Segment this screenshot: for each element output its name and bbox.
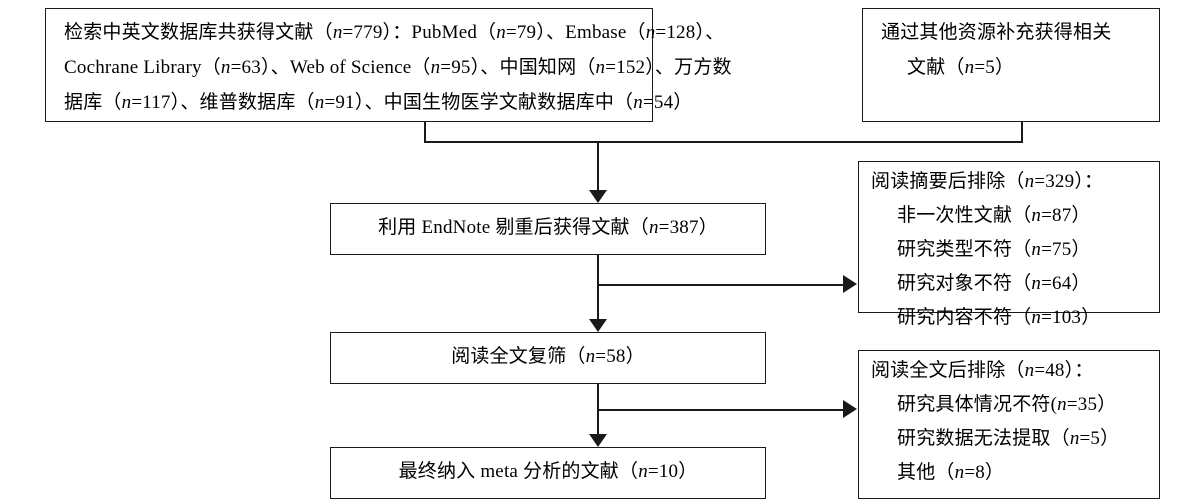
search-line-3: 据库（n=117）、维普数据库（n=91）、中国生物医学文献数据库中（n=54） (64, 92, 693, 113)
connector-branch-fulltext (597, 409, 844, 411)
box-deduplication: 利用 EndNote 剔重后获得文献（n=387） (330, 203, 766, 255)
box-other-sources: 通过其他资源补充获得相关 文献（n=5） (862, 8, 1160, 122)
excluded-abstract-reason-1: 非一次性文献（n=87） (897, 205, 1091, 226)
box-excluded-after-abstract: 阅读摘要后排除（n=329）： 非一次性文献（n=87） 研究类型不符（n=75… (858, 161, 1160, 328)
arrow-into-excluded-abstract-icon (843, 275, 857, 293)
search-line-2: Cochrane Library（n=63）、Web of Science（n=… (64, 57, 732, 78)
connector-branch-abstract (597, 284, 844, 286)
connector-merge-down (597, 141, 599, 191)
other-sources-line-1: 通过其他资源补充获得相关 (881, 22, 1112, 43)
box-excluded-after-fulltext: 阅读全文后排除（n=48）： 研究具体情况不符(n=35） 研究数据无法提取（n… (858, 350, 1160, 499)
connector-left-stub (424, 121, 426, 142)
excluded-abstract-header: 阅读摘要后排除（n=329）： (871, 171, 1104, 192)
arrow-into-excluded-fulltext-icon (843, 400, 857, 418)
box-final-included: 最终纳入 meta 分析的文献（n=10） (330, 447, 766, 499)
fulltext-text: 阅读全文复筛（n=58） (451, 346, 645, 367)
connector-merge-bar (424, 141, 1023, 143)
excluded-fulltext-header: 阅读全文后排除（n=48）： (871, 360, 1094, 381)
connector-right-stub (1021, 121, 1023, 142)
arrow-into-fulltext-icon (589, 319, 607, 332)
excluded-fulltext-reason-1: 研究具体情况不符(n=35） (897, 394, 1117, 415)
box-database-search-results: 检索中英文数据库共获得文献（n=779）：PubMed（n=79）、Embase… (45, 8, 732, 122)
excluded-abstract-reason-3: 研究对象不符（n=64） (897, 273, 1091, 294)
arrow-into-final-icon (589, 434, 607, 447)
arrow-into-dedup-icon (589, 190, 607, 203)
box-full-text-screening: 阅读全文复筛（n=58） (330, 332, 766, 384)
search-line-1: 检索中英文数据库共获得文献（n=779）：PubMed（n=79）、Embase… (64, 22, 725, 43)
other-sources-line-2: 文献（n=5） (907, 57, 1015, 78)
connector-dedup-down (597, 255, 599, 321)
excluded-abstract-reason-2: 研究类型不符（n=75） (897, 239, 1091, 260)
final-text: 最终纳入 meta 分析的文献（n=10） (398, 461, 698, 482)
excluded-fulltext-reason-3: 其他（n=8） (897, 462, 1005, 483)
excluded-fulltext-reason-2: 研究数据无法提取（n=5） (897, 428, 1120, 449)
excluded-abstract-reason-4: 研究内容不符（n=103） (897, 307, 1101, 328)
dedup-text: 利用 EndNote 剔重后获得文献（n=387） (378, 217, 718, 238)
